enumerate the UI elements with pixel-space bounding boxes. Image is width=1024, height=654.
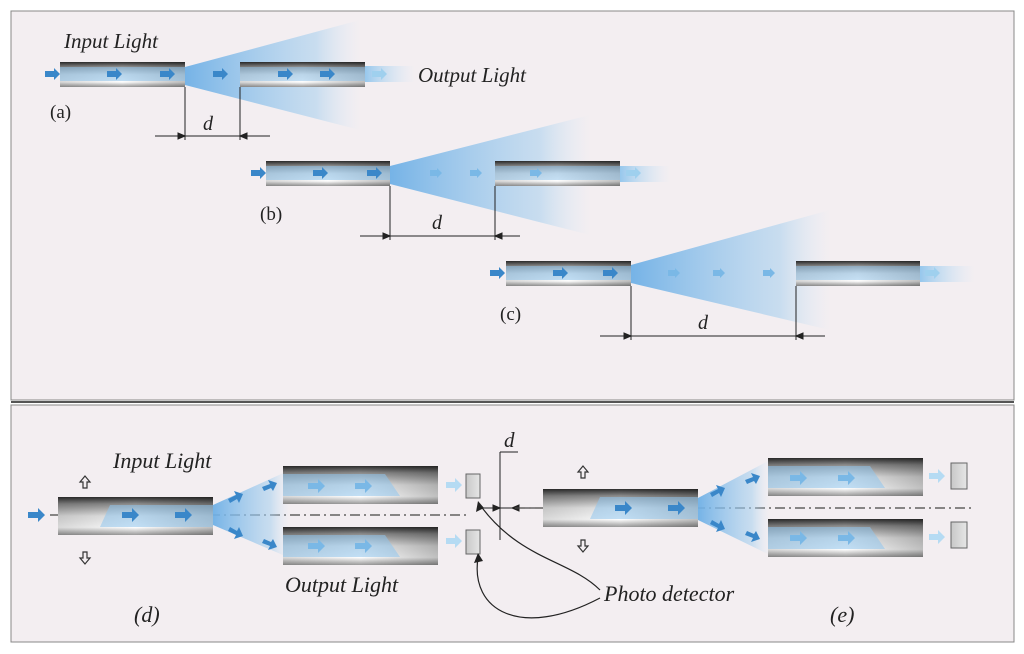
light-arrow bbox=[251, 167, 266, 179]
light-arrow bbox=[553, 267, 568, 279]
light-arrow bbox=[160, 68, 175, 80]
photo-detector bbox=[950, 521, 968, 549]
output-fiber bbox=[495, 161, 620, 186]
light-arrow bbox=[490, 267, 505, 279]
photo-detector bbox=[465, 473, 481, 499]
label-c: (c) bbox=[500, 304, 521, 325]
setup-d: Input Light Output Light (d) bbox=[28, 448, 481, 627]
setup-b: d (b) bbox=[251, 115, 670, 240]
light-arrow bbox=[763, 268, 775, 278]
detector-callout bbox=[476, 504, 601, 619]
gap-label-b: d bbox=[432, 212, 443, 234]
light-arrow bbox=[710, 520, 725, 532]
light-arrow bbox=[615, 501, 632, 515]
input-fiber bbox=[58, 497, 213, 535]
photo-detector bbox=[465, 529, 481, 555]
output-fiber bbox=[240, 62, 365, 87]
light-arrow bbox=[122, 508, 139, 522]
light-arrow bbox=[470, 168, 482, 178]
photo-detector-label: Photo detector bbox=[603, 581, 735, 606]
light-arrow bbox=[213, 68, 228, 80]
gap-label-c: d bbox=[698, 312, 709, 334]
light-arrow bbox=[713, 268, 725, 278]
light-arrow bbox=[355, 539, 372, 553]
light-arrow bbox=[446, 534, 462, 548]
light-arrow bbox=[790, 531, 807, 545]
output-fiber bbox=[796, 261, 920, 286]
light-arrow bbox=[668, 501, 685, 515]
bottom-output-light-label: Output Light bbox=[285, 572, 399, 597]
light-arrow bbox=[838, 471, 855, 485]
move-arrow-up bbox=[576, 465, 590, 479]
light-arrow bbox=[745, 473, 760, 484]
input-light-label: Input Light bbox=[63, 29, 159, 53]
setup-c: d (c) bbox=[490, 210, 975, 340]
gap-label-d: d bbox=[504, 428, 515, 452]
move-arrow-down bbox=[576, 539, 590, 553]
setup-a: d (a) Input Light Output Light bbox=[45, 20, 527, 140]
light-cone bbox=[631, 210, 830, 330]
output-tail bbox=[365, 66, 415, 82]
light-arrow bbox=[446, 478, 462, 492]
label-b: (b) bbox=[260, 204, 282, 225]
light-arrow bbox=[372, 68, 387, 80]
light-arrow bbox=[320, 68, 335, 80]
light-arrow bbox=[929, 530, 945, 544]
move-arrow-up bbox=[78, 475, 92, 489]
output-light-label: Output Light bbox=[418, 63, 527, 87]
photo-detector bbox=[950, 462, 968, 490]
light-arrow bbox=[668, 268, 680, 278]
light-arrow bbox=[278, 68, 293, 80]
setup-e: (e) bbox=[515, 458, 975, 627]
bottom-input-light-label: Input Light bbox=[112, 448, 212, 473]
light-arrow bbox=[745, 531, 760, 542]
light-cone bbox=[213, 470, 290, 558]
light-arrow bbox=[308, 479, 325, 493]
light-cone bbox=[698, 460, 770, 555]
light-arrow bbox=[355, 479, 372, 493]
light-arrow bbox=[308, 539, 325, 553]
light-arrow bbox=[262, 539, 277, 550]
light-arrow bbox=[430, 168, 442, 178]
light-arrow bbox=[710, 485, 725, 497]
light-arrow bbox=[45, 68, 60, 80]
light-arrow bbox=[228, 491, 243, 503]
light-arrow bbox=[929, 469, 945, 483]
light-arrow bbox=[228, 527, 243, 539]
gap-label-a: d bbox=[203, 113, 214, 135]
output-fiber-top bbox=[768, 458, 923, 496]
light-arrow bbox=[175, 508, 192, 522]
light-arrow bbox=[626, 167, 641, 179]
light-arrow bbox=[107, 68, 122, 80]
light-arrow bbox=[530, 168, 542, 178]
light-arrow bbox=[925, 267, 940, 279]
label-a: (a) bbox=[50, 102, 71, 123]
light-arrow bbox=[262, 480, 277, 491]
move-arrow-down bbox=[78, 551, 92, 565]
label-d: (d) bbox=[134, 602, 160, 627]
light-arrow bbox=[367, 167, 382, 179]
label-e: (e) bbox=[830, 602, 854, 627]
light-arrow bbox=[28, 508, 45, 522]
light-arrow bbox=[603, 267, 618, 279]
light-arrow bbox=[790, 471, 807, 485]
light-arrow bbox=[313, 167, 328, 179]
light-arrow bbox=[838, 531, 855, 545]
light-cone bbox=[390, 115, 590, 235]
